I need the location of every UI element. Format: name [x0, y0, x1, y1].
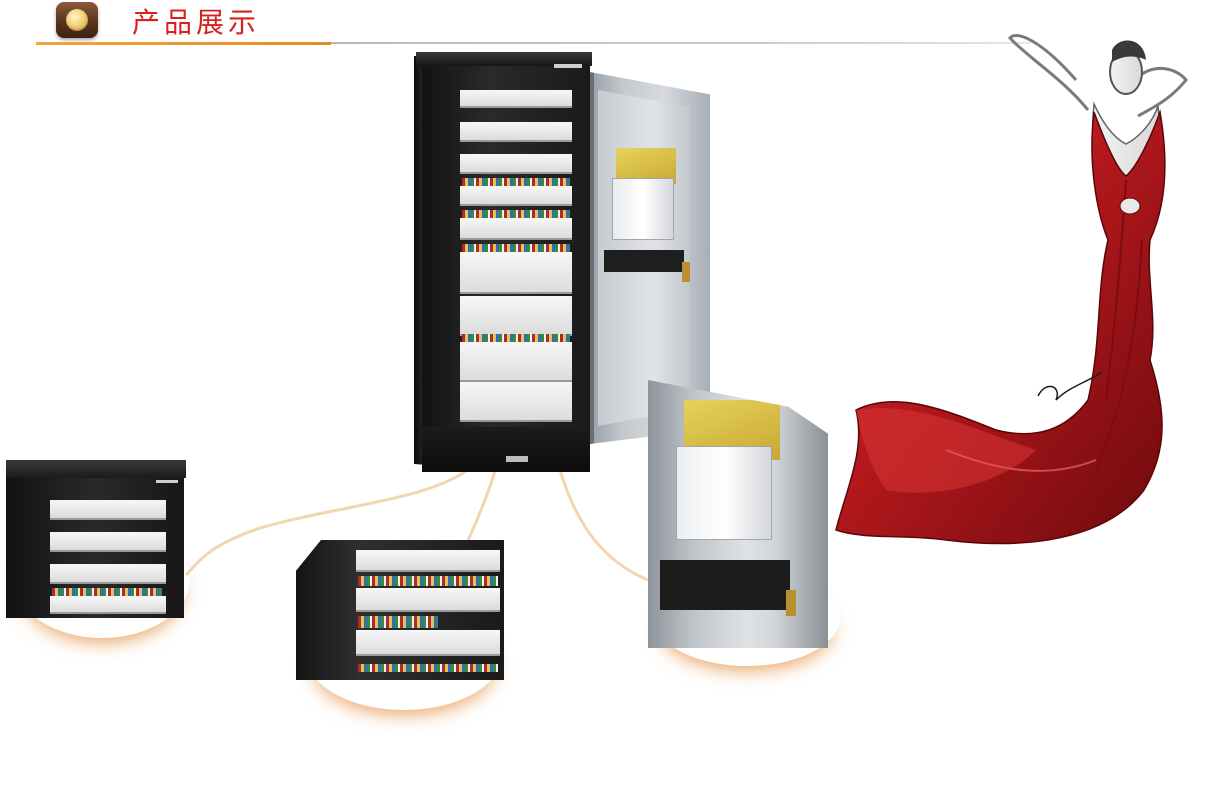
small-cabinet-brand-plate: [156, 480, 178, 483]
drawer: [356, 550, 500, 572]
header-divider: [331, 42, 1031, 44]
small-cabinet-top: [6, 460, 186, 478]
door-latch: [682, 262, 690, 282]
door-closeup: [648, 380, 828, 648]
cabinet-top: [416, 52, 592, 66]
tall-cabinet: [414, 52, 592, 472]
drawer: [50, 500, 166, 520]
knob-icon: [66, 9, 88, 31]
drawer: [50, 564, 166, 584]
cabinet-nameplate: [506, 456, 528, 462]
title-underline: [36, 42, 331, 45]
media-row: [52, 588, 162, 596]
drawer: [460, 154, 572, 174]
drawer: [460, 342, 572, 382]
door-seal-strip: [660, 560, 790, 610]
drawer: [460, 122, 572, 142]
media-row: [358, 616, 438, 628]
drawer: [460, 252, 572, 294]
media-row: [358, 576, 498, 586]
drawer: [50, 596, 166, 614]
drawer-closeup: [296, 540, 504, 680]
drawer: [460, 90, 572, 108]
media-row: [462, 178, 570, 186]
media-row: [358, 664, 498, 672]
connector-door-closeup: [558, 469, 649, 582]
drawer: [460, 296, 572, 336]
cabinet-base: [422, 427, 590, 472]
drawer: [356, 588, 500, 612]
door-seal-strip: [604, 250, 684, 272]
connector-drawer-closeup: [464, 467, 498, 546]
fashion-illustration: [835, 33, 1188, 545]
drawer: [356, 630, 500, 656]
door-document-pocket: [612, 178, 674, 240]
drawer: [460, 186, 572, 206]
cabinet-brand-plate: [554, 64, 582, 68]
page-title: 产品展示: [132, 6, 261, 39]
drawer: [460, 218, 572, 240]
connector-small-cabinet: [184, 466, 471, 577]
drawer: [50, 532, 166, 552]
door-latch: [786, 590, 796, 616]
header-knob-icon: [56, 2, 98, 38]
drawer: [460, 382, 572, 422]
door-document-pocket: [676, 446, 772, 540]
media-row: [462, 334, 570, 342]
small-cabinet: [6, 460, 186, 620]
media-row: [462, 210, 570, 218]
media-row: [462, 244, 570, 252]
